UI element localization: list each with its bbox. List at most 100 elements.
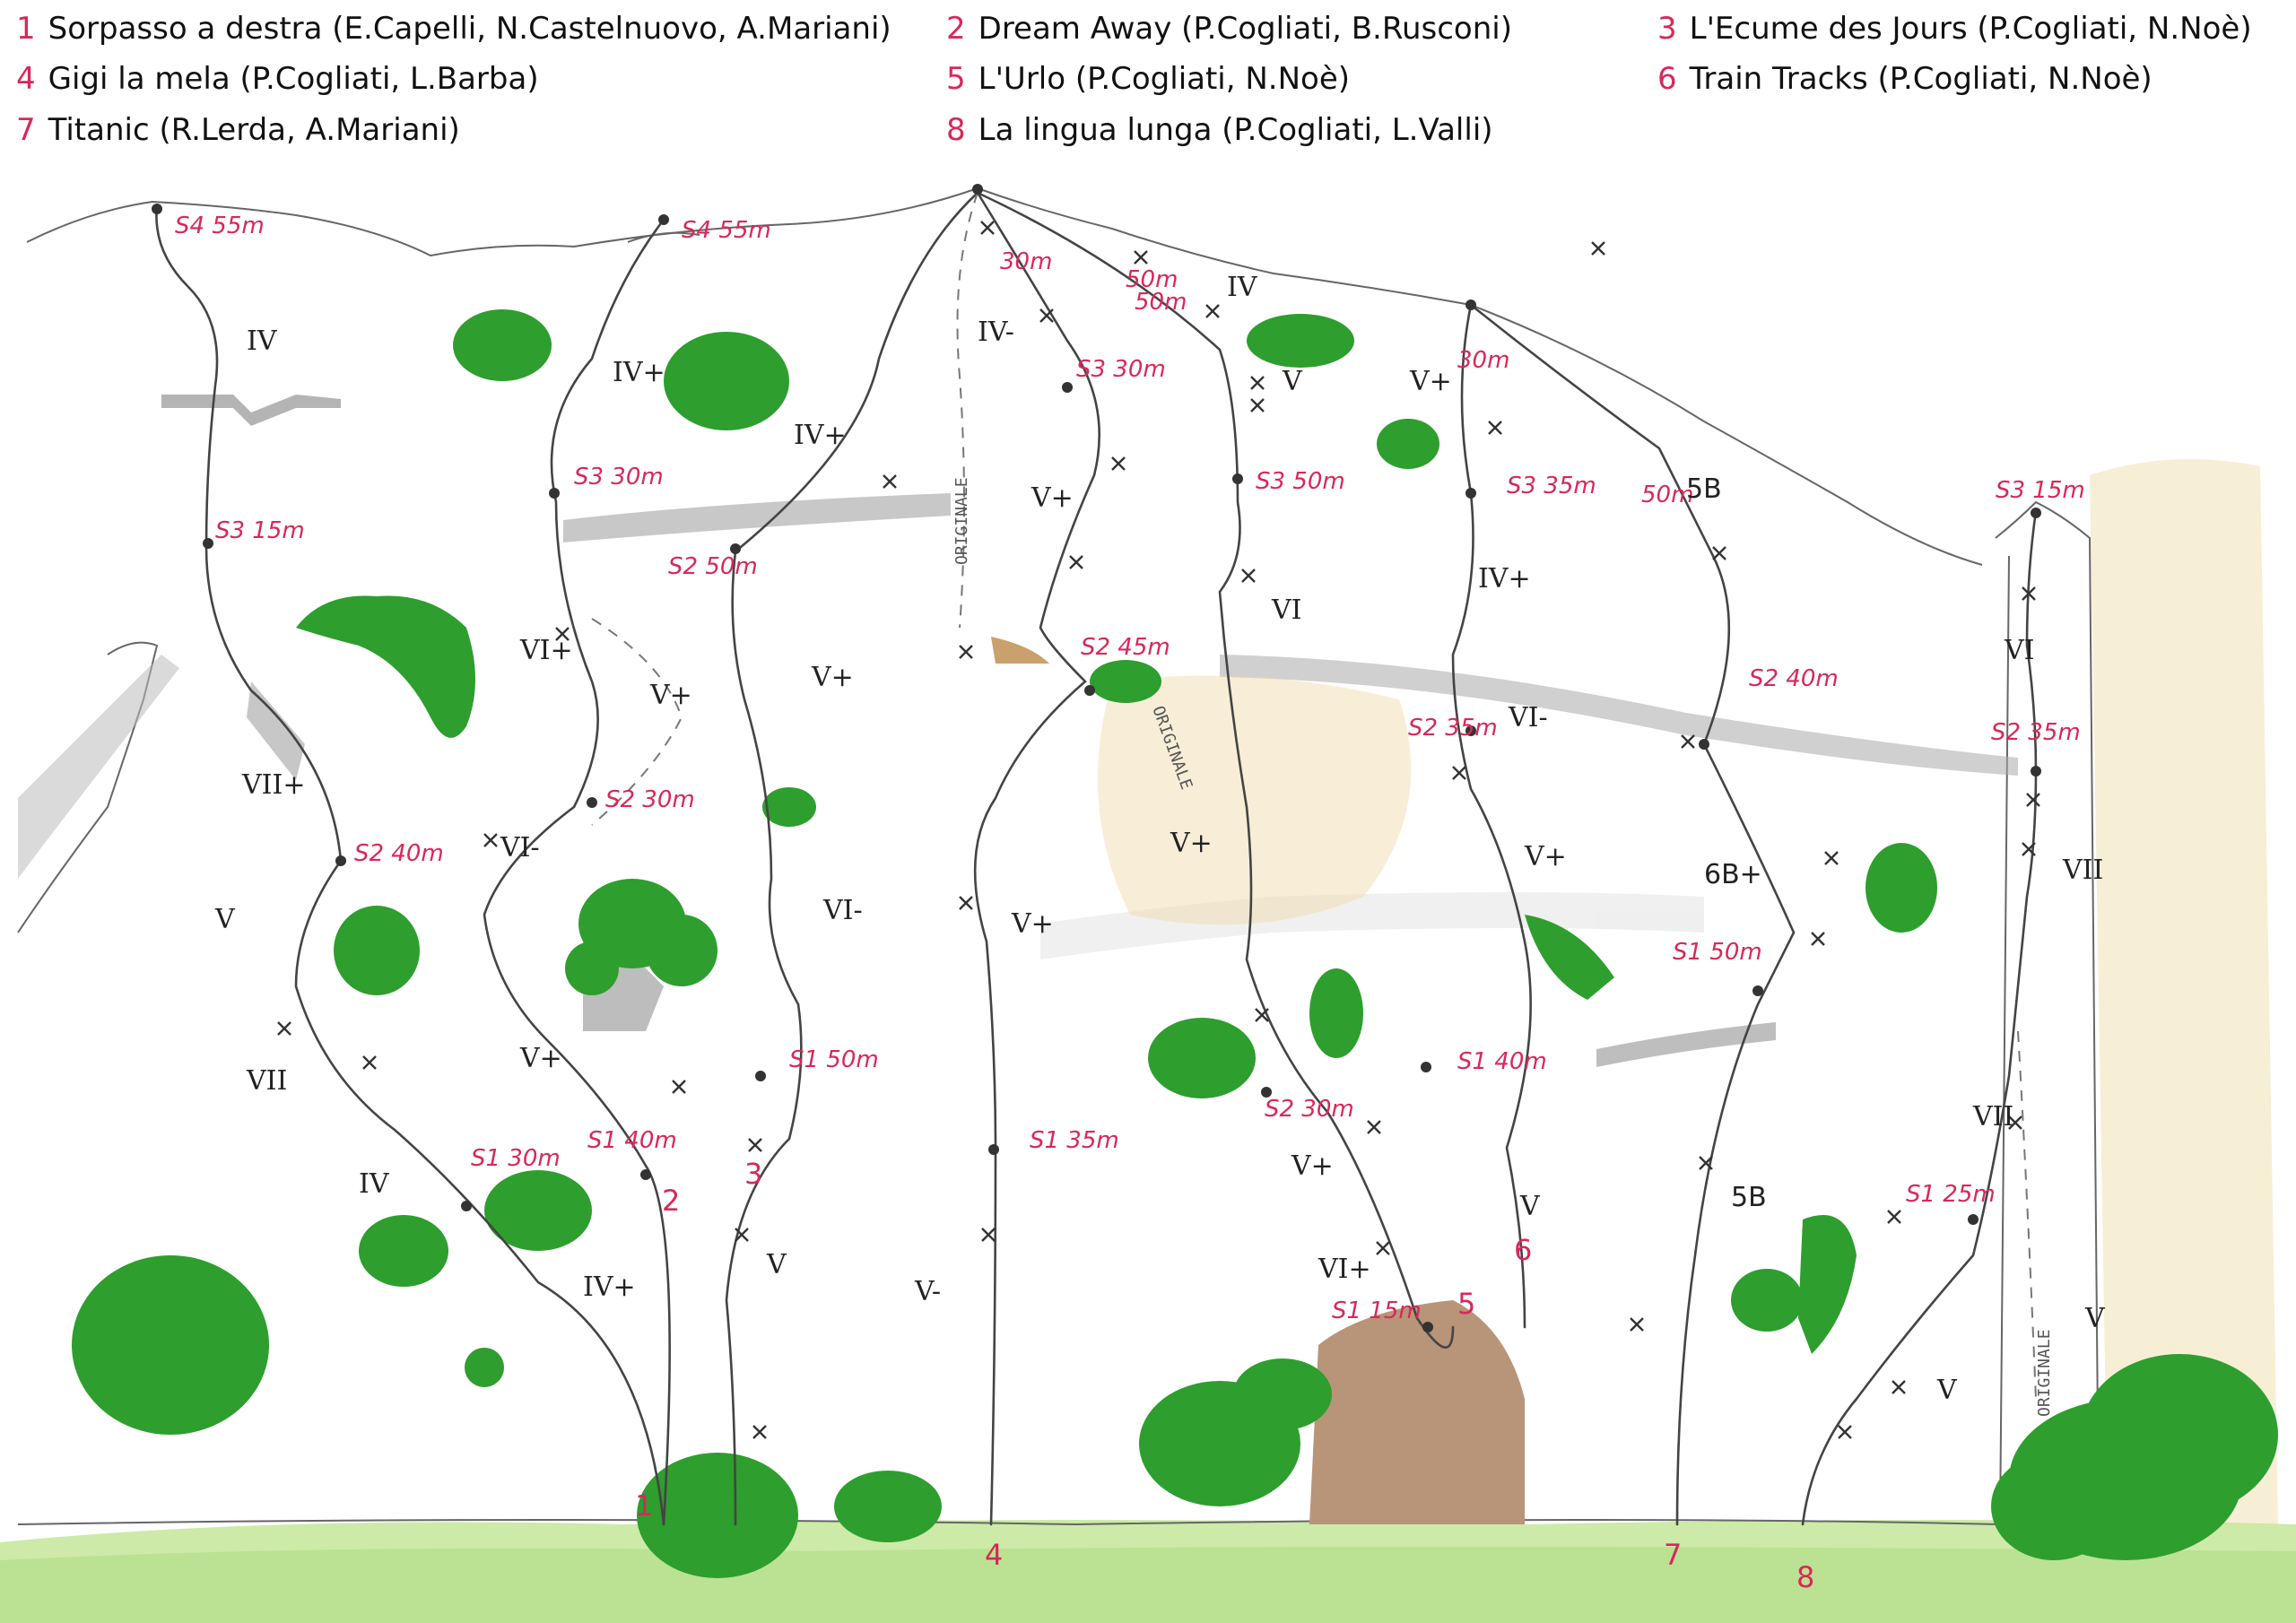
grade-label: VI+	[1318, 1254, 1371, 1285]
legend-text: Train Tracks (P.Cogliati, N.Noè)	[1689, 61, 2152, 97]
route-3	[725, 191, 979, 1526]
belay-label: S2 40m	[354, 840, 444, 867]
bolt-marks	[277, 221, 2040, 1439]
belay-label: S3 15m	[215, 517, 305, 544]
grade-label: V+	[1291, 1150, 1334, 1182]
grade-label: IV+	[613, 357, 665, 388]
belay-label: S3 30m	[574, 464, 664, 490]
legend-item-2: 2 Dream Away (P.Cogliati, B.Rusconi)	[946, 11, 1512, 47]
route-lines	[155, 191, 2038, 1526]
legend-text: La lingua lunga (P.Cogliati, L.Valli)	[978, 112, 1493, 148]
legend-text: Gigi la mela (P.Cogliati, L.Barba)	[48, 61, 539, 97]
variant-lines	[591, 192, 2037, 1400]
route-4	[973, 191, 1100, 1526]
route-number: 5	[1457, 1287, 1475, 1321]
belay-label: 50m	[1135, 289, 1187, 316]
legend-text: Dream Away (P.Cogliati, B.Rusconi)	[978, 11, 1512, 47]
grade-label: VI-	[1508, 702, 1548, 733]
route-number: 3	[744, 1157, 762, 1191]
grade-label: V	[1282, 366, 1303, 397]
belay-label: S1 50m	[789, 1046, 879, 1073]
grade-label: V-	[914, 1276, 941, 1307]
grade-label: VII	[2062, 855, 2103, 886]
route-2	[483, 218, 671, 1526]
route-8	[1801, 509, 2038, 1526]
route-number: 6	[1514, 1233, 1532, 1267]
legend-item-3: 3 L'Ecume des Jours (P.Cogliati, N.Noè)	[1657, 11, 2252, 47]
belay-label: S1 25m	[1906, 1181, 1996, 1208]
belay-label: S1 50m	[1673, 939, 1762, 966]
belay-label: S3 15m	[1996, 477, 2085, 504]
belay-label: 30m	[1000, 248, 1052, 275]
grade-label: IV+	[794, 420, 847, 451]
legend-number: 4	[16, 61, 36, 97]
grade-label: VII	[1972, 1101, 2013, 1133]
originale-label: ORIGINALE	[952, 477, 971, 565]
route-number: 2	[662, 1184, 680, 1218]
route-number: 4	[985, 1538, 1003, 1572]
belay-label: S2 50m	[668, 553, 758, 580]
grade-label: VI-	[822, 895, 863, 926]
grade-label: VI+	[519, 635, 573, 666]
grade-label: V+	[1170, 828, 1213, 859]
legend-text: L'Urlo (P.Cogliati, N.Noè)	[978, 61, 1351, 97]
grade-label: 6B+	[1704, 859, 1762, 890]
legend-number: 6	[1657, 61, 1677, 97]
grade-label: V+	[1011, 908, 1054, 940]
legend-number: 3	[1657, 11, 1677, 47]
grade-label: V+	[1409, 366, 1452, 397]
route-7	[1469, 303, 1796, 1526]
legend-text: Titanic (R.Lerda, A.Mariani)	[48, 112, 460, 148]
originale-label: ORIGINALE	[2035, 1329, 2054, 1417]
belay-label: S3 50m	[1256, 468, 1345, 495]
grade-label: IV	[359, 1168, 390, 1200]
grade-label: IV-	[978, 317, 1014, 348]
grade-label: V	[766, 1249, 787, 1280]
belay-label: S4 55m	[175, 213, 265, 239]
crag-outline	[17, 187, 2100, 1526]
belay-label: 50m	[1641, 482, 1693, 508]
crag-topo-drawing: 1 2 3 4 5 6 7 8 S4 55m S3 15m S2 40m S1 …	[0, 184, 2296, 1623]
grade-labels: IV VII+ V VII IV IV+ IV+ VI+ VI- V+ V+ I…	[214, 272, 2106, 1406]
belay-label: S2 30m	[605, 786, 695, 813]
legend-number: 2	[946, 11, 966, 47]
belay-label: S3 30m	[1076, 356, 1166, 383]
grade-label: V+	[519, 1043, 562, 1074]
grade-label: IV	[1227, 272, 1258, 303]
grade-label: V	[1519, 1191, 1541, 1222]
belay-label: S1 35m	[1030, 1127, 1119, 1154]
route-6	[1451, 303, 1532, 1329]
grade-label: V+	[811, 662, 854, 693]
grade-label: V+	[1524, 841, 1567, 872]
belay-label: S1 40m	[1457, 1048, 1547, 1075]
grade-label: IV+	[583, 1271, 636, 1303]
grade-label: V+	[1031, 482, 1074, 514]
route-number: 8	[1796, 1560, 1814, 1594]
belay-label: S3 35m	[1507, 473, 1596, 499]
belay-label: S1 15m	[1332, 1298, 1422, 1324]
legend-number: 5	[946, 61, 966, 97]
legend-item-5: 5 L'Urlo (P.Cogliati, N.Noè)	[946, 61, 1350, 97]
belay-label: 30m	[1457, 347, 1509, 374]
route-number: 7	[1664, 1538, 1682, 1572]
grade-label: VII+	[241, 769, 306, 801]
grass-base	[0, 1520, 2296, 1623]
route-number: 1	[635, 1488, 653, 1523]
belay-labels: S4 55m S3 15m S2 40m S1 30m S4 55m S3 30…	[175, 213, 2085, 1324]
route-5	[976, 191, 1455, 1349]
grade-label: V+	[649, 680, 692, 711]
grade-label: VII	[246, 1065, 287, 1097]
legend-text: L'Ecume des Jours (P.Cogliati, N.Noè)	[1689, 11, 2252, 47]
route-1	[155, 204, 665, 1526]
route-start-numbers: 1 2 3 4 5 6 7 8	[635, 1157, 1814, 1594]
grade-label: V	[2084, 1303, 2106, 1334]
grade-label: 5B	[1686, 473, 1722, 505]
legend-number: 1	[16, 11, 36, 47]
belay-label: S2 30m	[1265, 1096, 1354, 1123]
belay-label: S2 35m	[1991, 719, 2081, 746]
belay-label: S1 30m	[471, 1145, 561, 1172]
grade-label: 5B	[1731, 1182, 1767, 1213]
legend-item-4: 4 Gigi la mela (P.Cogliati, L.Barba)	[16, 61, 539, 97]
